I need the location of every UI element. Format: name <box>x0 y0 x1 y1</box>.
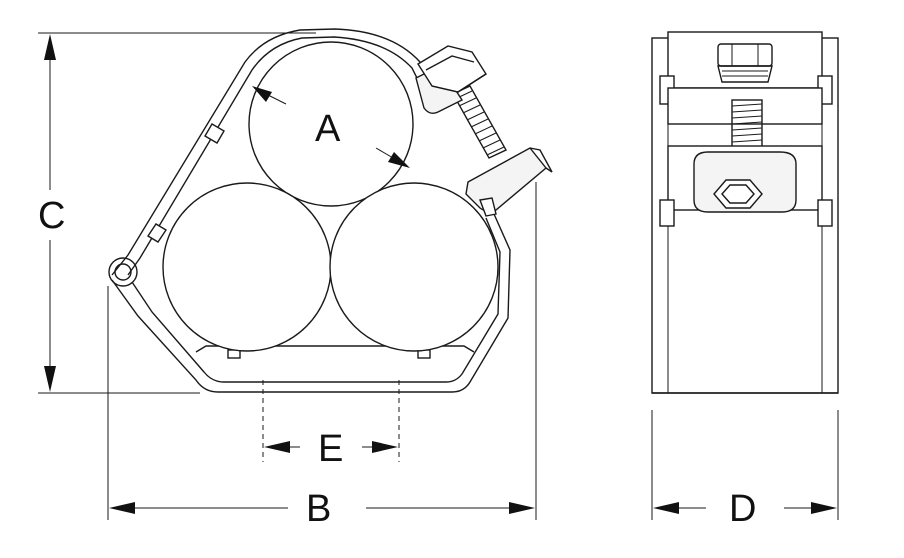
label-d: D <box>729 488 756 530</box>
strap-clip-left-lower <box>147 223 167 243</box>
inner-strap <box>127 36 421 276</box>
strap-clip-left <box>204 123 225 144</box>
side-middle-plate <box>667 87 823 125</box>
cable-bottom-left <box>162 182 332 352</box>
bolt-nut-top <box>425 55 475 71</box>
dim-c-arrow-bottom <box>44 366 56 392</box>
side-tab-lower-right <box>817 199 833 227</box>
dim-b-arrow-right <box>509 502 535 514</box>
label-c: C <box>38 195 65 237</box>
clamp-bracket-lower <box>465 147 547 213</box>
dim-b-arrow-left <box>109 502 135 514</box>
side-bolt-washer <box>717 65 773 83</box>
dim-d-arrow-right <box>811 502 837 514</box>
side-view <box>651 31 839 394</box>
left-side-inner <box>131 217 501 383</box>
label-a: A <box>315 108 341 150</box>
dim-e-arrow-left <box>264 441 290 453</box>
dim-d-arrow-left <box>653 502 679 514</box>
side-tab-lower-left <box>659 199 675 227</box>
dim-a-arrow-top <box>252 86 272 102</box>
left-side-outer <box>111 213 511 393</box>
bolt-nut-face <box>431 73 487 93</box>
cable-bottom-right <box>329 182 499 352</box>
clamp-bracket-lower-lip <box>529 147 553 173</box>
dim-a-arrow-bottom <box>388 152 410 168</box>
side-bolt-nut <box>717 43 773 67</box>
side-bolt-shaft <box>731 99 763 151</box>
hinge-loop-outer <box>108 257 138 287</box>
front-dimensions: C B E <box>38 32 537 530</box>
dim-e-arrow-right <box>372 441 398 453</box>
side-hex-nut-outer <box>713 179 763 209</box>
cable-top <box>248 41 414 207</box>
label-e: E <box>318 428 343 470</box>
hinge-loop-inner <box>114 263 132 281</box>
bolt-shaft <box>452 85 507 159</box>
side-dimensions: D <box>651 410 839 530</box>
outer-strap <box>111 28 431 276</box>
base-plate <box>195 345 475 353</box>
strap-hook-right <box>479 197 497 217</box>
label-b: B <box>306 488 331 530</box>
front-view: A <box>108 28 553 393</box>
side-hex-nut-inner <box>721 184 755 204</box>
dim-c-arrow-top <box>44 34 56 60</box>
